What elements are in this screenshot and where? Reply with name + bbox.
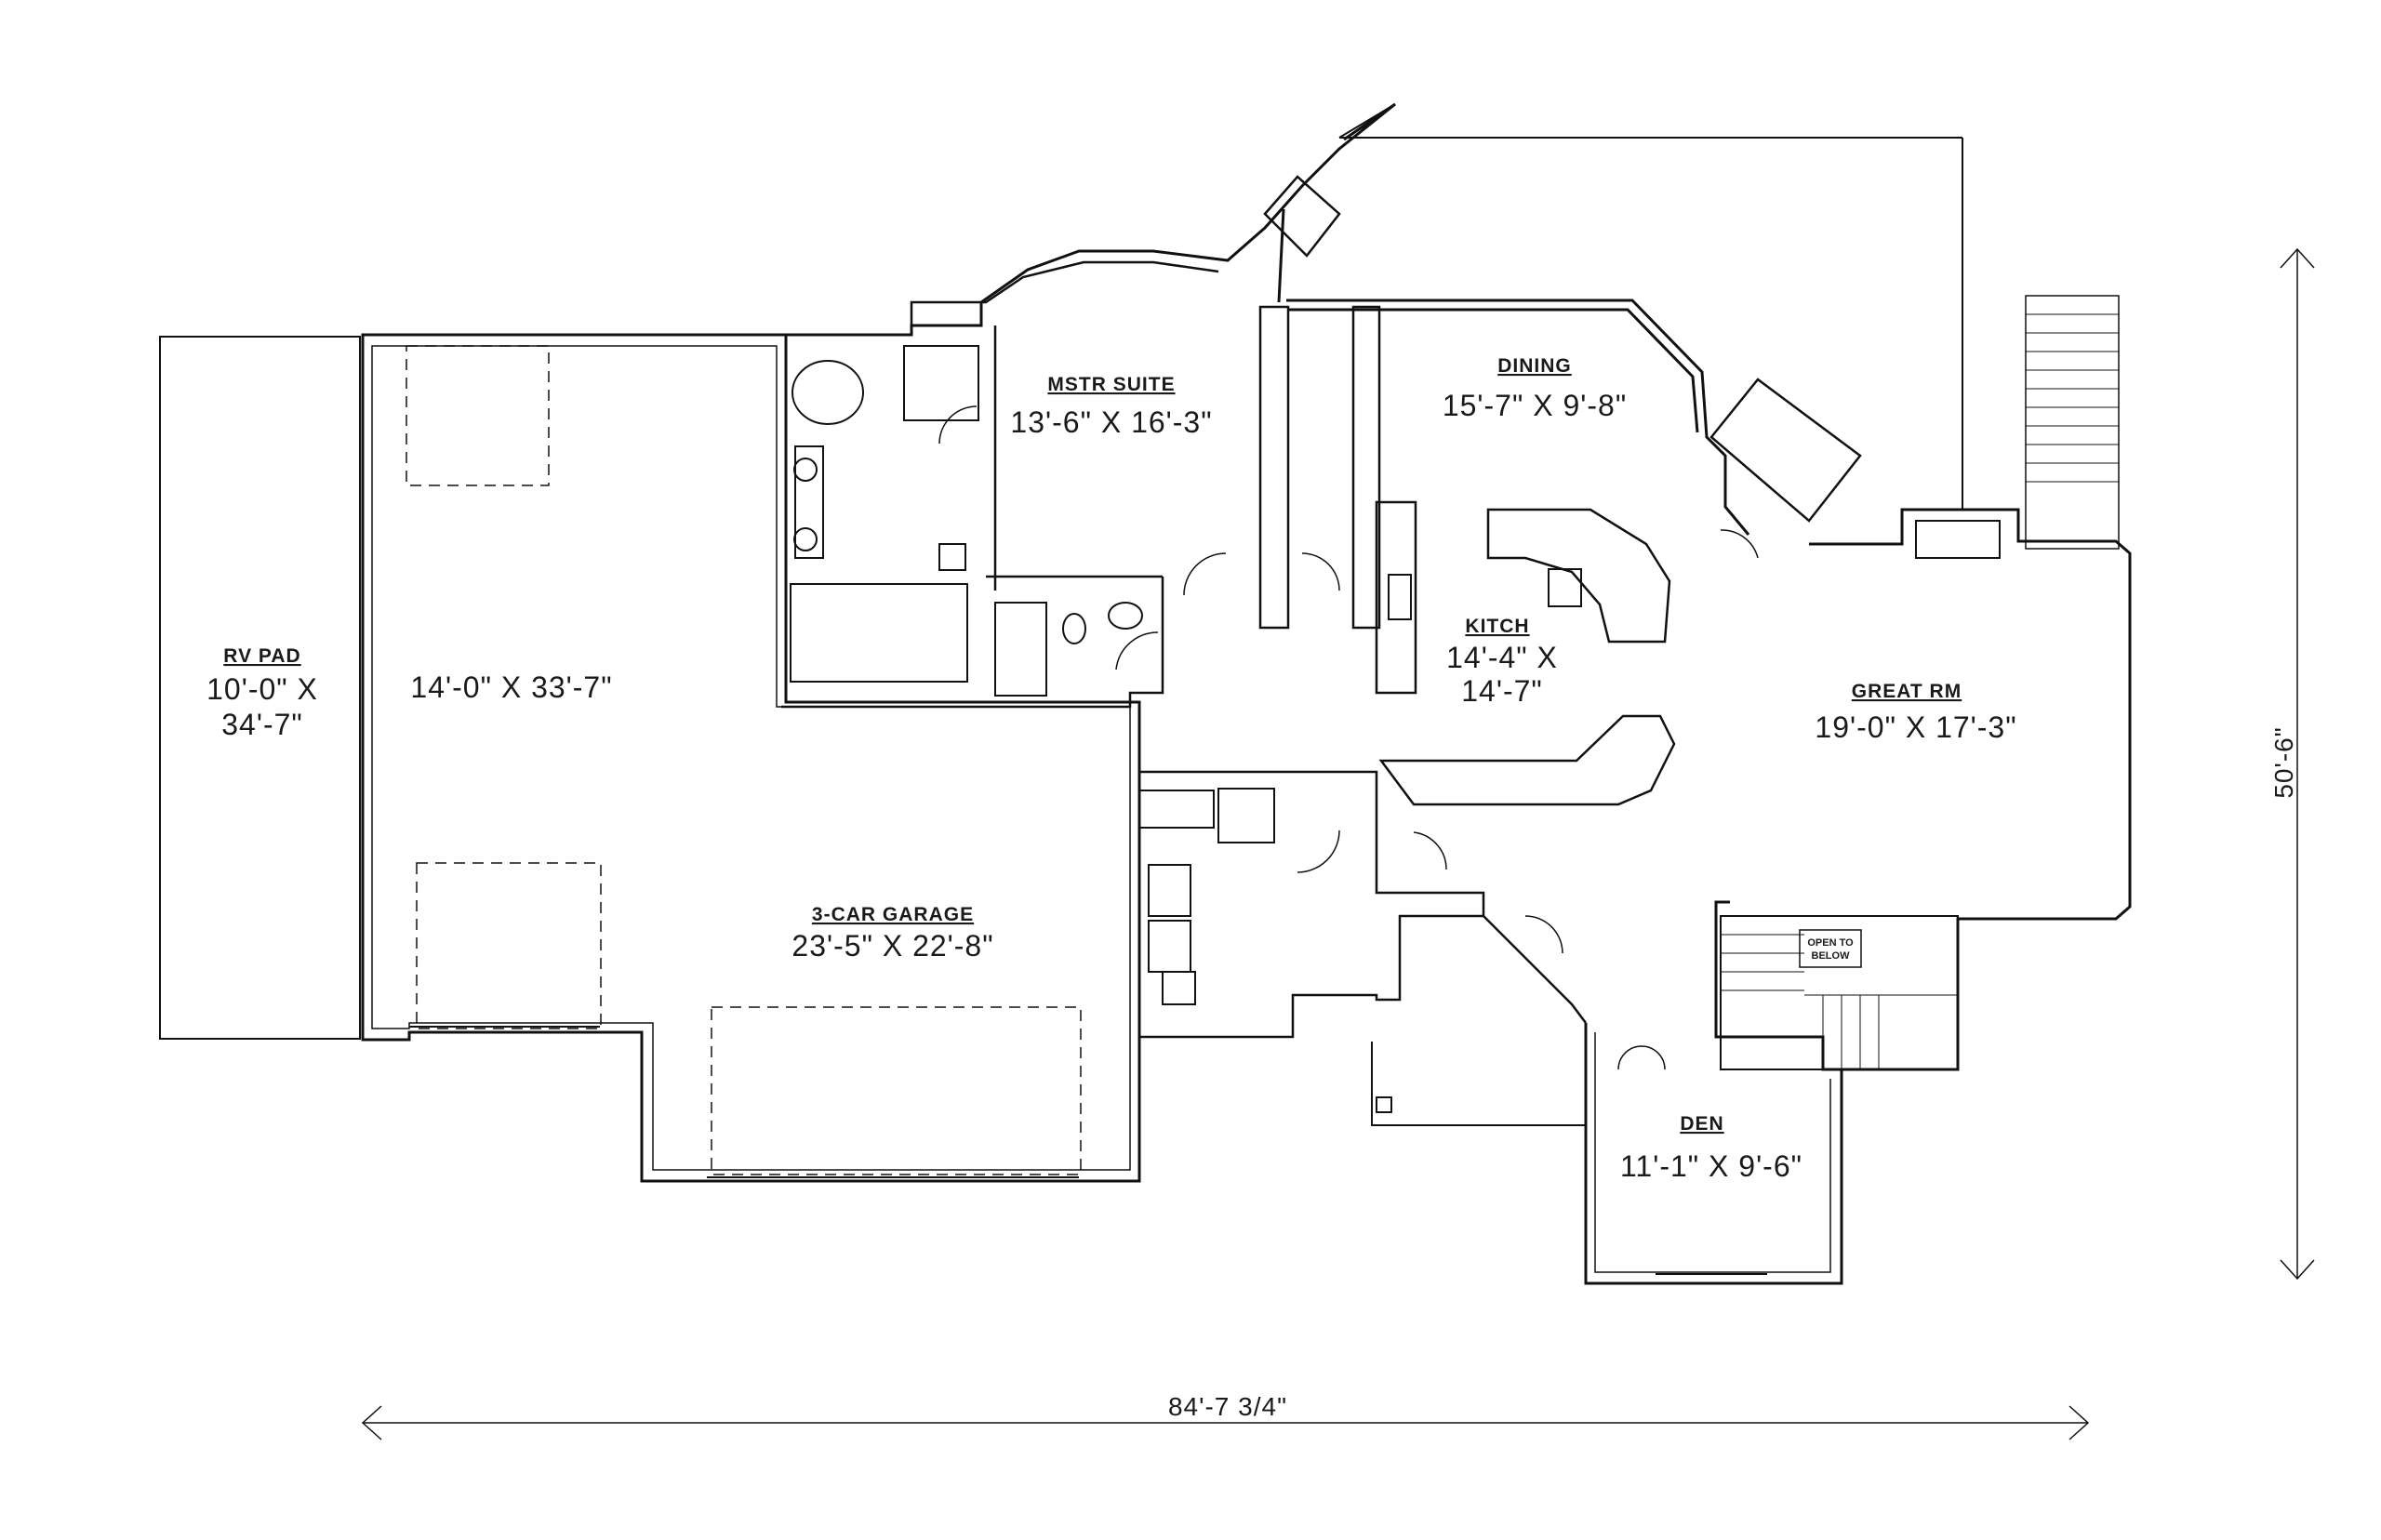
kitchen-dim-1: 14'-4" X <box>1446 641 1558 674</box>
stair-note-box <box>1799 929 1862 968</box>
closet-3-icon <box>1217 788 1275 843</box>
great-room-walls <box>1714 508 2132 1071</box>
den-walls-inner <box>1594 1032 1831 1273</box>
cooktop-icon <box>1388 574 1412 620</box>
shower-icon <box>903 345 979 421</box>
kitchen-name: KITCH <box>1465 616 1529 637</box>
garage-dim: 23'-5" X 22'-8" <box>791 929 993 962</box>
master-suite-outline <box>781 260 1219 709</box>
stair-down-treads <box>1721 934 1958 1069</box>
sink-icon <box>793 527 818 551</box>
rv-pad-dim-2: 34'-7" <box>221 708 303 741</box>
fireplace-icon <box>1915 520 2001 559</box>
garage-walls <box>361 333 1141 1183</box>
sink-2-icon <box>1108 602 1143 630</box>
den-name: DEN <box>1680 1113 1723 1135</box>
dimension-line-width <box>361 1405 2090 1440</box>
rv-pad-name: RV PAD <box>223 645 300 667</box>
bathtub-2-icon <box>994 602 1047 697</box>
deck-line <box>1338 103 1396 139</box>
interior-wall <box>1351 305 1381 630</box>
washer-icon <box>1148 864 1191 917</box>
dimension-line-depth <box>2280 247 2315 1281</box>
great-room-name: GREAT RM <box>1852 681 1962 702</box>
bay-window-steps <box>1263 175 1341 258</box>
den-walls <box>1584 1023 1843 1285</box>
kitchen-counter <box>1378 714 1676 806</box>
toilet-icon <box>938 543 966 571</box>
kitchen-island <box>1486 508 1671 644</box>
rv-pad-dim-1: 10'-0" X <box>206 672 318 706</box>
stair-note-line2: BELOW <box>1812 950 1851 962</box>
stair-treads <box>2026 313 2119 483</box>
overall-depth: 50'-6" <box>2269 726 2298 798</box>
den-dim: 11'-1" X 9'-6" <box>1620 1149 1802 1183</box>
pantry-wall <box>1375 500 1417 695</box>
dining-dim: 15'-7" X 9'-8" <box>1443 389 1627 422</box>
garage-bay-dim: 14'-0" X 33'-7" <box>410 670 612 704</box>
closet-2-icon <box>1138 790 1215 829</box>
laundry-sink-icon <box>1162 971 1196 1005</box>
dryer-icon <box>1148 920 1191 973</box>
master-suite-name: MSTR SUITE <box>1047 374 1175 395</box>
bathtub-icon <box>791 360 864 425</box>
stair-up-icon <box>2025 295 2120 550</box>
porch-column <box>1376 1096 1392 1113</box>
master-suite-walls <box>786 102 1396 337</box>
sink-3-icon <box>1548 568 1582 607</box>
porch-outline <box>1371 1042 1586 1126</box>
toilet-2-icon <box>1062 613 1086 644</box>
rv-pad-outline <box>159 336 361 1040</box>
closet-icon <box>790 583 968 683</box>
master-suite-dim: 13'-6" X 16'-3" <box>1010 405 1212 439</box>
door-swing <box>938 405 1759 1070</box>
car-outline <box>406 345 1082 1175</box>
stair-note-line1: OPEN TO <box>1807 937 1854 949</box>
overall-width: 84'-7 3/4" <box>1168 1392 1287 1421</box>
garage-name: 3-CAR GARAGE <box>812 904 974 925</box>
bay-window <box>1709 378 1862 523</box>
mudroom-walls <box>1139 770 1485 1039</box>
entry-wall <box>1483 915 1587 1024</box>
stair-down-icon <box>1720 915 1959 1070</box>
kitchen-dim-2: 14'-7" <box>1461 674 1543 708</box>
dining-name: DINING <box>1497 355 1572 377</box>
great-room-dim: 19'-0" X 17'-3" <box>1815 710 2016 744</box>
interior-wall <box>1258 305 1290 630</box>
dining-walls <box>1286 299 1750 536</box>
sink-icon <box>793 458 818 482</box>
vanity-icon <box>794 445 824 559</box>
garage-walls-inner <box>371 345 1131 1171</box>
